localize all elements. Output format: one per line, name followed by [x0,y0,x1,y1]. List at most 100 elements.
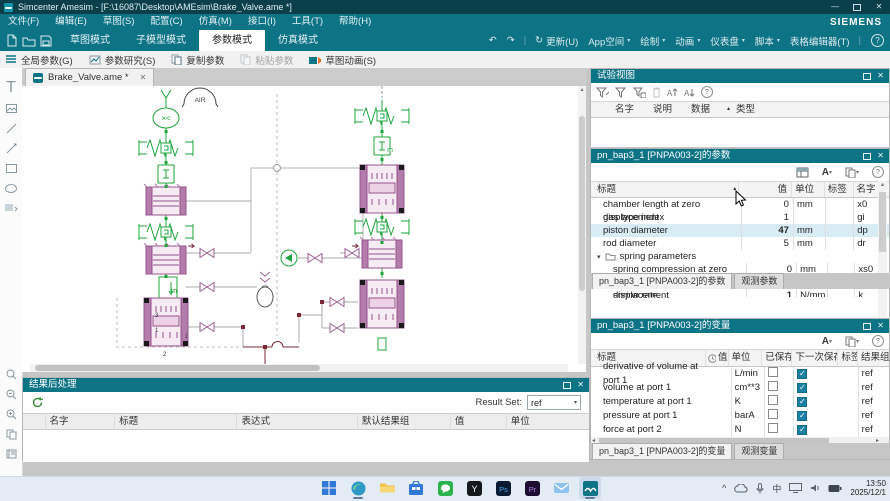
variable-row[interactable]: temperature at port 1 K ✓ ref [591,394,889,410]
save-icon[interactable] [37,33,54,48]
edge-browser-icon[interactable] [347,477,369,499]
start-button[interactable] [318,477,340,499]
saved-checkbox[interactable] [767,408,778,419]
scroll-left-icon[interactable]: ◂ [592,438,596,444]
menu-edit[interactable]: 编辑(E) [55,16,87,27]
close-button[interactable]: ✕ [875,2,883,11]
redo-button[interactable]: ↷ [506,35,515,46]
file-explorer-icon[interactable] [376,477,398,499]
test-view-help-icon[interactable]: ? [701,86,713,98]
hscroll-thumb[interactable] [35,365,320,371]
test-view-close-button[interactable]: ✕ [877,71,884,80]
tab-watch-parameters[interactable]: 观测参数 [734,273,785,289]
new-test-icon[interactable] [596,87,609,98]
animation-button[interactable]: 动画▾ [675,36,701,48]
copy-table-icon[interactable]: ▾ [845,167,859,178]
results-panel-float-button[interactable] [563,381,572,389]
expander-icon[interactable]: ▾ [597,253,601,261]
copy-view-icon[interactable] [0,424,22,444]
taskbar-clock[interactable]: 13:50 2025/12/1 [850,479,886,497]
mail-icon[interactable] [550,477,572,499]
fill-color-icon[interactable] [0,198,22,218]
app-space-button[interactable]: App空间▾ [588,36,631,48]
ellipse-tool-icon[interactable] [0,178,22,198]
scroll-up-icon[interactable]: ▴ [880,182,884,188]
next-save-checkbox[interactable]: ✓ [797,425,808,435]
zoom-out-icon[interactable] [0,384,22,404]
text-tool-icon[interactable]: T [6,79,16,96]
font-options-icon[interactable]: A▾ [821,335,832,347]
variable-row[interactable]: pressure at port 1 barA ✓ ref [591,408,889,424]
tab-component-parameters[interactable]: pn_bap3_1 [PNPA003-2]的参数 [592,273,733,289]
table-view-icon[interactable] [796,167,809,178]
image-tool-icon[interactable] [0,98,22,118]
table-editor-button[interactable]: 表格编辑器(T) [789,36,850,48]
menu-simulation[interactable]: 仿真(M) [198,16,232,27]
zoom-in-icon[interactable] [0,404,22,424]
parameters-panel-close-button[interactable]: ✕ [877,151,884,160]
scroll-right-icon[interactable]: ▸ [875,438,879,444]
scroll-thumb[interactable] [879,192,886,252]
variable-row[interactable]: derivative of volume at port 1 L/min ✓ r… [591,361,889,386]
copy-parameters-button[interactable]: 复制参数 [171,53,224,67]
premiere-icon[interactable]: Pr [521,477,543,499]
results-panel-close-button[interactable]: ✕ [577,380,584,389]
menu-interface[interactable]: 接口(I) [247,16,276,27]
parameters-panel-float-button[interactable] [863,152,872,160]
help-icon[interactable]: ? [871,34,884,47]
new-file-icon[interactable] [3,33,20,48]
minimize-button[interactable]: — [831,2,839,11]
refresh-results-icon[interactable] [31,396,44,409]
font-options-icon[interactable]: A▾ [821,166,832,178]
display-icon[interactable] [789,483,803,493]
microphone-icon[interactable] [756,482,764,494]
save-test-icon[interactable] [633,87,646,98]
parameter-folder-row[interactable]: ▾ spring parameters [597,251,697,262]
tab-simulation-mode[interactable]: 仿真模式 [278,35,318,46]
notebook-icon[interactable] [0,444,22,464]
menu-sketch[interactable]: 草图(S) [102,16,135,27]
menu-tools[interactable]: 工具(T) [291,16,324,27]
canvas-horizontal-scrollbar[interactable] [30,364,568,372]
microsoft-store-icon[interactable] [405,477,427,499]
y-app-icon[interactable]: Y [463,477,485,499]
undo-button[interactable]: ↶ [488,35,497,46]
variables-help-icon[interactable]: ? [872,335,884,347]
next-save-checkbox[interactable]: ✓ [797,397,808,407]
doc-tab-close-icon[interactable]: ✕ [139,73,147,82]
sort-descending-icon[interactable]: A [684,87,695,98]
global-parameters-button[interactable]: 全局参数(G) [6,53,73,67]
saved-checkbox[interactable] [767,394,778,405]
next-save-checkbox[interactable]: ✓ [797,369,808,379]
document-tab[interactable]: Brake_Valve.ame * ✕ [25,68,155,86]
parameters-help-icon[interactable]: ? [872,166,884,178]
sort-ascending-icon[interactable]: A [667,87,678,98]
wechat-icon[interactable] [434,477,456,499]
onedrive-cloud-icon[interactable] [734,483,748,493]
tab-component-variables[interactable]: pn_bap3_1 [PNPA003-2]的变量 [592,443,733,459]
update-button[interactable]: ↻更新(U) [535,35,579,48]
sketch-animation-button[interactable]: 草图动画(S) [309,53,376,67]
open-file-icon[interactable] [20,33,37,48]
scroll-thumb[interactable] [599,438,829,444]
volume-icon[interactable] [810,483,820,493]
canvas-vertical-scrollbar[interactable]: ▴ [578,86,586,364]
tray-expand-icon[interactable]: ^ [722,483,727,493]
saved-checkbox[interactable] [767,380,778,391]
copy-table-icon[interactable]: ▾ [845,336,859,347]
ime-indicator[interactable]: 中 [772,483,782,494]
variables-horizontal-scrollbar[interactable]: ◂ ▸ [591,437,889,445]
test-view-float-button[interactable] [863,72,872,80]
saved-checkbox[interactable] [767,422,778,433]
tab-parameter-mode[interactable]: 参数模式 [199,30,265,51]
script-button[interactable]: 脚本▾ [754,36,780,48]
line-tool-icon[interactable] [0,118,22,138]
result-set-select[interactable]: ref ▾ [527,395,581,410]
tab-sketch-mode[interactable]: 草图模式 [70,35,110,46]
plot-button[interactable]: 绘制▾ [640,36,666,48]
polyline-tool-icon[interactable] [0,138,22,158]
variables-panel-close-button[interactable]: ✕ [877,321,884,330]
